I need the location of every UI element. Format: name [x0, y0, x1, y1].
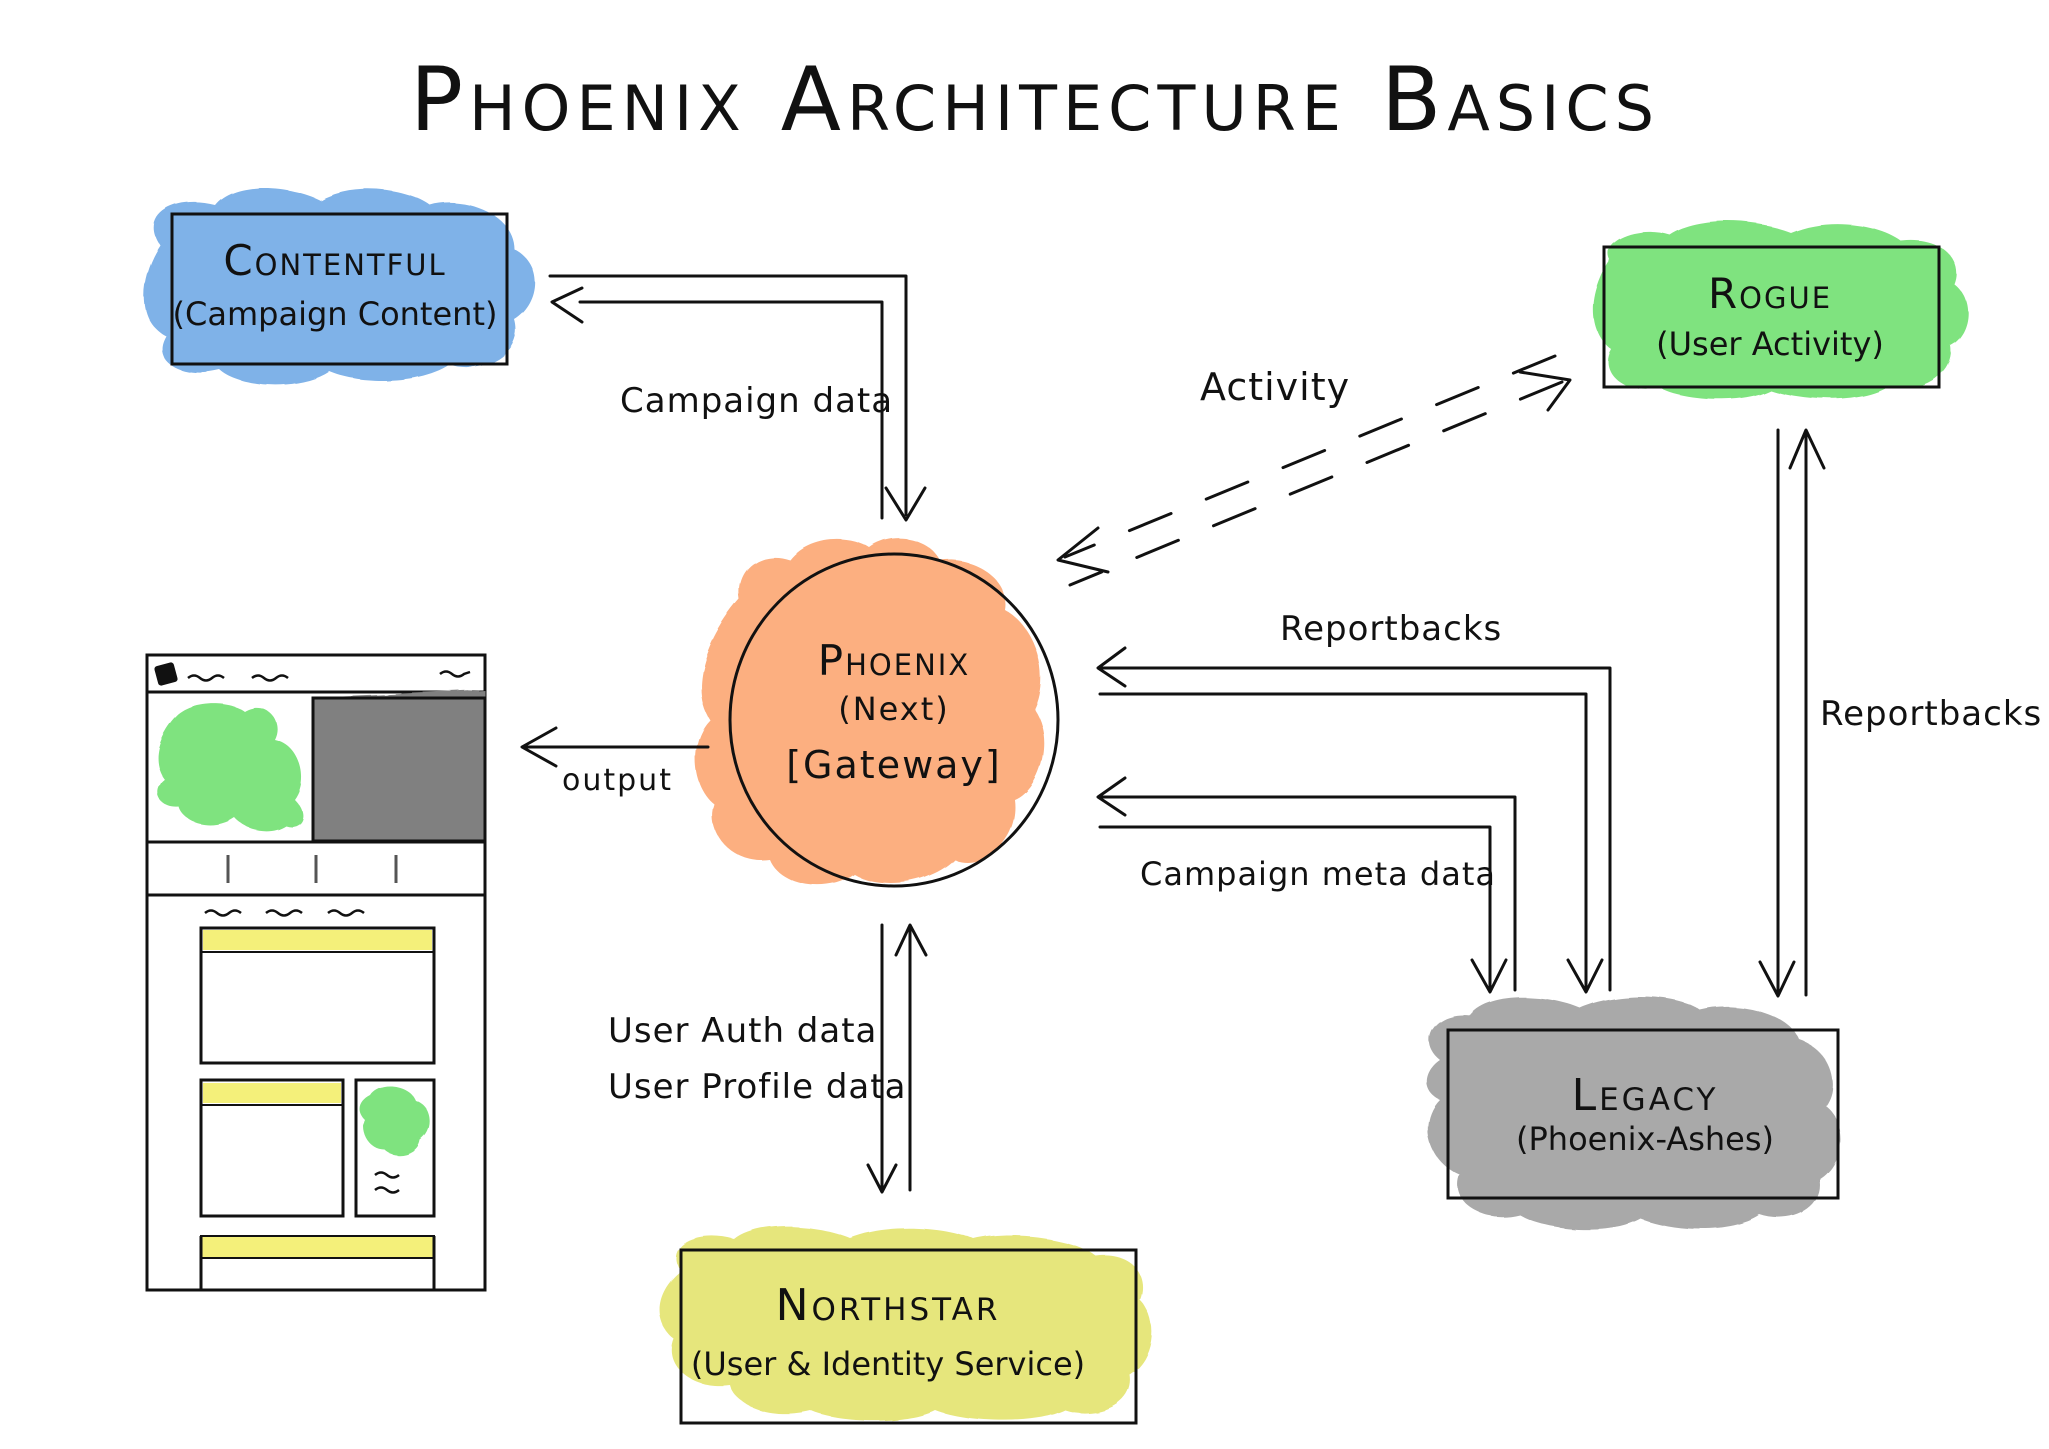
mockup-content-squiggles: [204, 909, 365, 917]
output-arrow-head: [520, 726, 558, 768]
phoenix-role: [Gateway]: [786, 743, 1002, 787]
campaign-meta-arrow-head-down: [1470, 958, 1508, 994]
contentful-node: Contentful (Campaign Content): [143, 187, 536, 386]
mockup-footer-lines: [199, 1236, 436, 1290]
mockup-card-small-left-header: [203, 1083, 341, 1103]
campaign-meta-arrow-head-left: [1096, 776, 1127, 817]
legacy-subtitle: (Phoenix-Ashes): [1516, 1120, 1774, 1158]
webpage-mockup: [145, 653, 487, 1292]
reportbacks-arrow-head-down: [1566, 958, 1604, 994]
northstar-box: [679, 1248, 1138, 1425]
campaign-data-arrow-head-down: [884, 486, 927, 522]
reportbacks-arrow-head-left: [1096, 646, 1127, 688]
mockup-logo: [154, 662, 178, 686]
northstar-arrow-head-up: [894, 923, 928, 957]
legacy-box: [1446, 1028, 1840, 1200]
contentful-name: Contentful: [223, 236, 446, 285]
phoenix-name: Phoenix: [818, 636, 970, 685]
activity-arrow-line-a: [1063, 354, 1557, 559]
campaign-meta-arrow-inner: [1098, 825, 1492, 992]
phoenix-subtitle: (Next): [838, 690, 950, 728]
legacy-name: Legacy: [1572, 1070, 1719, 1121]
campaign-data-arrow-head-left: [550, 286, 584, 324]
rogue-legacy-arrow-head-up: [1788, 428, 1826, 470]
northstar-node: Northstar (User & Identity Service): [658, 1226, 1153, 1425]
mockup-card-large: [199, 926, 436, 1065]
contentful-cloud: [143, 187, 536, 386]
northstar-cloud: [658, 1226, 1153, 1421]
campaign-meta-arrow-outer: [1098, 795, 1517, 992]
campaign-data-label: Campaign data: [620, 381, 893, 421]
mockup-footer-bar: [200, 1235, 435, 1259]
user-profile-data-label: User Profile data: [608, 1067, 906, 1107]
activity-arrow-head-right: [1518, 370, 1572, 412]
legacy-node: Legacy (Phoenix-Ashes): [1426, 996, 1842, 1229]
rogue-name: Rogue: [1708, 269, 1832, 318]
contentful-subtitle: (Campaign Content): [173, 295, 498, 333]
northstar-name: Northstar: [776, 1280, 1001, 1331]
campaign-meta-data-label: Campaign meta data: [1140, 855, 1496, 893]
reportbacks-arrow-inner: [1098, 692, 1588, 992]
mockup-card-small-right-blob: [359, 1085, 430, 1156]
phoenix-cloud: [695, 538, 1045, 886]
rogue-node: Rogue (User Activity): [1593, 221, 1968, 400]
northstar-subtitle: (User & Identity Service): [691, 1345, 1085, 1383]
rogue-subtitle: (User Activity): [1656, 325, 1884, 363]
campaign-data-arrow-outer: [548, 274, 908, 517]
legacy-cloud: [1426, 996, 1842, 1229]
rogue-legacy-arrow-head-down: [1758, 960, 1796, 998]
contentful-box: [170, 212, 509, 366]
mockup-card-large-header: [203, 930, 432, 950]
mockup-nav-squiggles: [187, 670, 471, 682]
diagram-title: Phoenix Architecture Basics: [410, 48, 1660, 151]
reportbacks-top-label: Reportbacks: [1280, 609, 1502, 649]
output-label: output: [562, 763, 673, 798]
rogue-cloud: [1593, 221, 1968, 400]
campaign-data-arrow-inner: [578, 300, 884, 520]
user-auth-data-label: User Auth data: [608, 1011, 877, 1051]
mockup-hero-gray: [311, 696, 487, 843]
northstar-arrow-head-down: [866, 1163, 898, 1194]
activity-arrow-head-left: [1056, 526, 1110, 574]
mockup-card-small-right-squiggle: [374, 1171, 400, 1194]
phoenix-node: Phoenix (Next) [Gateway]: [695, 538, 1060, 888]
phoenix-circle: [728, 552, 1060, 888]
rogue-box: [1602, 245, 1941, 389]
activity-arrow-line-b: [1068, 380, 1564, 587]
reportbacks-right-label: Reportbacks: [1820, 694, 2042, 734]
activity-label: Activity: [1200, 365, 1350, 409]
mockup-hero-green: [157, 703, 303, 831]
mockup-tab-ticks: [226, 855, 398, 883]
reportbacks-arrow-outer: [1098, 666, 1612, 992]
